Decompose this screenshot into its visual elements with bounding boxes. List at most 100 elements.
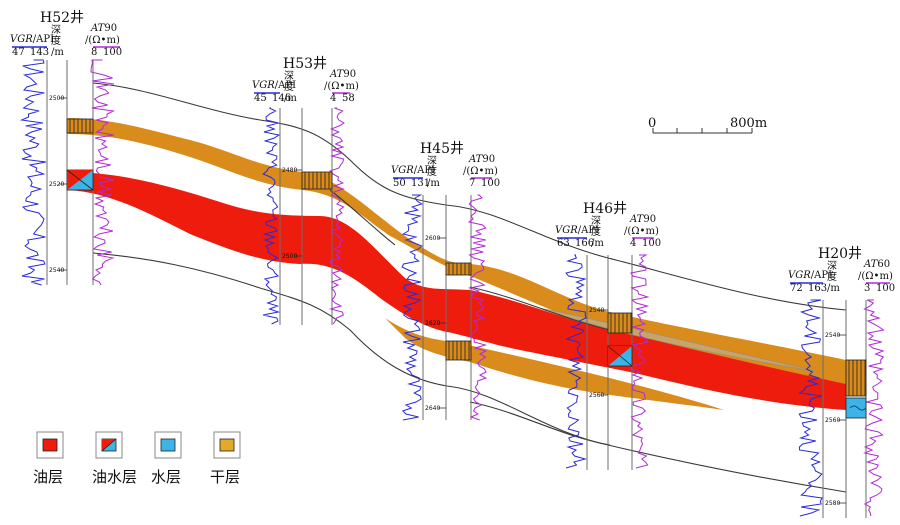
depth-tick-label: 2540	[49, 267, 64, 274]
well-name: H52井	[40, 10, 84, 26]
dry-layer-lower	[385, 318, 724, 410]
at-track-label: AT90	[90, 23, 117, 34]
legend-label: 干层	[210, 468, 240, 486]
gr-label-italic: VGR	[252, 80, 275, 91]
depth-header-1: 深	[827, 260, 837, 272]
at-label-num: 90	[343, 69, 356, 80]
at-scale-max: 58	[342, 93, 355, 104]
depth-tick-label: 2600	[425, 235, 440, 242]
depth-header-2: 度	[591, 225, 601, 238]
at-scale-min: 7	[469, 178, 475, 189]
correlation-lines	[92, 82, 847, 493]
dry-swatch	[219, 438, 235, 452]
legend: 油层油水层水层干层	[33, 431, 241, 486]
at-track-label: AT60	[863, 259, 890, 270]
gr-curve	[401, 194, 423, 421]
depth-tick-label: 2580	[825, 500, 840, 507]
depth-header-2: 度	[427, 165, 437, 178]
at-track-label: AT90	[629, 214, 656, 225]
at-scale-min: 3	[864, 283, 870, 294]
at-label-italic: AT	[468, 154, 484, 165]
water-swatch	[160, 438, 176, 452]
at-curve	[90, 59, 116, 286]
at-scale-min: 4	[330, 93, 336, 104]
dry-interval	[445, 262, 472, 276]
legend-frame	[213, 431, 241, 459]
oil-water-divider	[66, 169, 94, 191]
dry-layer-upper	[68, 118, 846, 385]
gr-scale-min: 72	[790, 283, 803, 294]
depth-tick-label: 2480	[282, 167, 297, 174]
legend-item-water: 水层	[151, 431, 182, 486]
at-curve	[630, 254, 650, 469]
gr-track-label: VGR/API	[391, 165, 435, 176]
depth-tick-label: 2500	[282, 253, 297, 260]
dry-interval-2	[445, 340, 472, 361]
scale-bar: 0 800m	[648, 116, 767, 134]
gr-scale-max: 166	[575, 238, 594, 249]
correlation-line-5	[469, 401, 611, 446]
at-unit: /(Ω•m)	[858, 271, 893, 282]
gr-curve	[565, 254, 588, 469]
at-scale-max: 100	[481, 178, 500, 189]
depth-tick-label: 2620	[425, 320, 440, 327]
depth-unit: /m	[51, 47, 64, 58]
at-curve	[863, 299, 885, 517]
gr-label-italic: VGR	[555, 225, 578, 236]
depth-header-1: 深	[284, 70, 294, 82]
at-curve	[328, 107, 345, 325]
gr-curve	[19, 59, 46, 286]
at-curve	[467, 194, 488, 421]
depth-header-1: 深	[51, 24, 61, 36]
scale-bar-end: 800m	[730, 116, 767, 131]
water-interval	[845, 397, 867, 419]
gr-track-label: VGR/API	[252, 80, 296, 91]
water-symbol	[849, 405, 867, 411]
legend-item-dry: 干层	[210, 431, 241, 486]
at-label-italic: AT	[863, 259, 879, 270]
oil-layer	[68, 172, 846, 410]
gr-label-unit: /API	[33, 34, 54, 45]
depth-tick-label: 2540	[825, 332, 840, 339]
gr-label-italic: VGR	[788, 270, 811, 281]
correlation-line-3	[329, 189, 396, 246]
gr-scale-min: 45	[254, 93, 267, 104]
dry-interval	[66, 118, 94, 134]
at-scale-max: 100	[642, 238, 661, 249]
at-unit: /(Ω•m)	[624, 226, 659, 237]
gr-scale-max: 146	[272, 93, 291, 104]
gr-scale-min: 63	[557, 238, 570, 249]
oil-water-divider	[607, 345, 633, 367]
depth-tick-label: 2560	[825, 417, 840, 424]
gr-label-italic: VGR	[391, 165, 414, 176]
gr-track-label: VGR/API	[10, 34, 54, 45]
depth-tick-label: 2520	[49, 181, 64, 188]
scale-bar-start: 0	[648, 116, 656, 131]
oil-swatch	[42, 438, 58, 452]
gr-scale-max: 163	[808, 283, 827, 294]
correlation-line-1	[92, 82, 847, 311]
at-scale-min: 4	[630, 238, 636, 249]
depth-tick-label: 2540	[589, 307, 604, 314]
well-name: H46井	[583, 201, 627, 217]
gr-label-italic: VGR	[10, 34, 33, 45]
gr-curve	[262, 107, 281, 325]
at-label-num: 90	[482, 154, 495, 165]
well-name: H20井	[818, 246, 862, 262]
at-track-label: AT90	[468, 154, 495, 165]
oil-water-swatch-divider	[101, 438, 117, 452]
at-track-label: AT90	[329, 69, 356, 80]
legend-label: 水层	[151, 468, 181, 486]
at-label-num: 90	[643, 214, 656, 225]
dry-interval	[607, 312, 633, 334]
at-label-num: 60	[877, 259, 890, 270]
gr-label-unit: /API	[275, 80, 296, 91]
gr-scale-max: 131	[411, 178, 430, 189]
gr-scale-min: 50	[393, 178, 406, 189]
depth-unit: /m	[827, 283, 840, 294]
legend-label: 油层	[33, 468, 63, 486]
